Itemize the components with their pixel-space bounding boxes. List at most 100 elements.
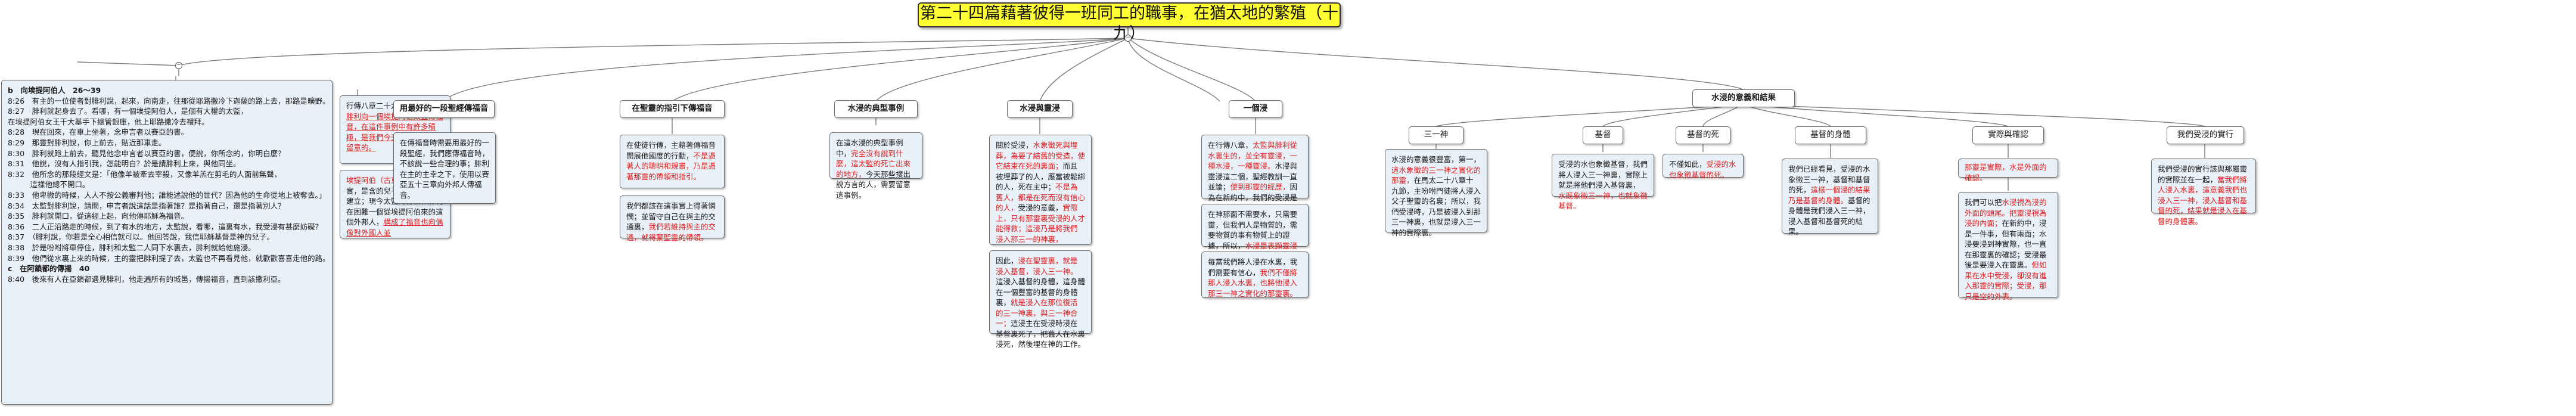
branch-note: 在行傳八章，太監與腓利從水裏生的，並全有靈浸，一種水浸，一種靈浸。水浸與靈浸這二… [1201,135,1309,212]
branch-head[interactable]: 一個浸 [1229,100,1282,118]
note-highlight: 水浸視為浸的外面的頭尾。 [1965,198,2047,218]
sub-head[interactable]: 我們受浸的實行 [2167,126,2244,144]
collapse-toggle-icon[interactable]: − [175,62,182,69]
scripture-heading: c 在阿鎖都的傳揚 40 [8,264,90,274]
verse-line: 8:33 他卑微的時候，人人不按公義審判他；誰能述說他的世代？因為他的生命從地上… [8,190,327,200]
note-highlight: 受浸的水也象徵基督的死。 [1669,160,1736,179]
branch-note: 關於受浸，水象徵死與埋葬，為要了結舊的受造，使它結束在死的裏面；而且被埋葬了的人… [989,135,1092,245]
note-text: 但我們人是物質的，需要物質的事有物質上的證據，所以， [1208,220,1298,250]
verse-line: 8:34 太監對腓利說，請問，申言者說這話是指著誰？是指著自己，還是指著別人？ [8,201,285,210]
sub-head[interactable]: 實際與確認 [1972,126,2044,144]
scripture-heading: b 向埃提阿伯人 26～39 [8,86,101,95]
note-text: 在這水浸的典型事例中， [836,138,903,158]
note-highlight: 實際上，只有那靈裏受浸的人才能得救； [996,203,1086,233]
verse-line: 8:29 那靈對腓利說，你上前去，貼近那車走。 [8,138,166,147]
verse-line: 8:31 他說，沒有人指引我，怎能明白？於是請腓利上來，與他同坐。 [8,159,241,169]
note-text: 在神那面不需要水，只需要靈， [1208,210,1298,229]
note-text: 因此， [996,256,1018,265]
note-highlight: 這浸乃是將我們浸入那三一的神裏， [996,224,1078,244]
sub-note: 受浸的水也象徵基督，我們將人浸入三一神裏，實際上就是將他們浸入基督裏，水既象徵三… [1552,154,1654,210]
intro-sub-text: 埃提阿伯 [346,176,377,185]
branch-note: 因此，浸在聖靈裏，就是浸入基督，浸入三一神。這浸入基督的身體，這身體在一個豐富的… [989,250,1092,349]
note-text: 受浸的水也象徵基督，我們將人浸入三一神裏，實際上就是將他們浸入基督裏， [1558,160,1648,190]
branch-note: 在神那面不需要水，只需要靈，但我們人是物質的，需要物質的事有物質上的證據，所以，… [1201,204,1309,260]
branch-note: 在這水浸的典型事例中，完全沒有說到什麼，這太監的死亡出來的地方，今天那些搜出說方… [829,132,922,200]
note-highlight: 不是為舊人，都是在死而沒有信心的人， [996,182,1086,212]
note-highlight: 這水象徵的三一神之實化的那靈， [1391,165,1481,185]
note-highlight: 浸在聖靈裏，就是浸入基督，浸入三一神。 [996,256,1078,276]
note-text: 在使徒行傳，主藉著傳福音開展他國度的行動， [626,141,716,160]
verse-line: 8:40 後來有人在亞鎖都遇見腓利，他走遍所有的城邑，傳揚福音，直到該撒利亞。 [8,274,285,284]
note-highlight: 當我們將人浸入水裏，這意義我們也浸入三一神，浸入基督和基督的死， [2158,175,2248,216]
note-highlight: 那靈是實際， [1965,163,2010,172]
verse-line: 8:36 二人正沿路走的時候，到了有水的地方，太監說，看哪，這裏有水，我受浸有甚… [8,222,323,231]
verse-line: 8:26 有主的一位使者對腓利說，起來，向南走，往那從耶路撒冷下迦薩的路上去，那… [8,96,330,105]
note-text: 不僅如此， [1669,160,1707,169]
note-highlight: 太監與腓利從水裏生的，並全有靈浸，一種水浸，一種靈浸。 [1208,141,1298,170]
sub-head[interactable]: 基督的死 [1676,126,1730,144]
verse-line: 在埃提阿伯女王干大基手下總管銀庫，他上耶路撒冷去禮拜。 [8,117,209,126]
note-text: 受浸的意義， [1018,203,1063,212]
note-text: 水浸與靈浸這二個，聖經教訓一直並論； [1208,162,1298,191]
note-text: 在行傳八章， [1208,141,1253,150]
note-text: 關於受浸， [996,141,1033,150]
verse-line: 8:38 於是吩咐將車停住，腓利和太監二人同下水裏去，腓利就給他施浸。 [8,243,256,252]
verse-line: 8:28 現在回來，在車上坐著，念申言者以賽亞的書。 [8,128,189,137]
sub-note: 我們可以把水浸視為浸的外面的頭尾。把靈浸視為浸的內面；在新約中，浸是一件事，但有… [1958,192,2058,301]
branch-head[interactable]: 用最好的一段聖經傳福音 [393,100,495,118]
collapse-toggle-icon[interactable]: − [1124,35,1132,42]
verse-line: 8:32 他所念的那段經文是：「他像羊被牽去宰殺，又像羊羔在剪毛的人面前無聲， [8,169,282,179]
verse-line: 8:27 腓利就起身去了。看哪，有一個埃提阿伯人，是個有大權的太監， [8,107,248,116]
note-text: 受浸最後是要浸入在靈裏。 [1965,250,2047,270]
note-text: 我們可以把 [1965,198,2002,207]
branch-head[interactable]: 在聖靈的指引下傳福音 [620,100,725,118]
note-highlight: 完全沒有說到什麼，這太監的死亡出來的地方， [836,148,911,179]
note-text: 在馬太二十八章十九節，主吩咐門徒將人浸入父子聖靈的名裏；所以，我們受浸時，乃是被… [1391,176,1481,237]
verse-line: 8:37 （腓利說，你若是全心相信就可以。他回答說，我信耶穌基督是神的兒子。 [8,232,274,242]
note-text: 基督的身體是我們浸入三一神，浸入基督和基督死的結果。 [1788,195,1870,237]
note-text: 而且被埋葬了的人，應當被鬆綁的人，死在主中； [996,162,1086,191]
verse-line: 這樣他總不開口。 [8,180,90,190]
sub-head[interactable]: 三一神 [1409,126,1463,144]
note-highlight: 水是外面的確認。 [1965,163,2047,182]
note-text: 水浸要浸到神實際，也一直在那靈裏的確認； [1965,229,2047,259]
note-highlight: 但如果在水中受浸，卻沒有進入那靈的實際； [1965,260,2047,290]
sub-note: 不僅如此，受浸的水也象徵基督的死。 [1663,154,1744,179]
note-text: 這浸入基督的身體，這身體在一個豐富的基督的身體裏， [996,277,1086,307]
note-text: 在新約中，浸是一件事，但有兩面； [1965,219,2047,238]
note-highlight: 不是憑著人的聰明和規畫，乃是憑著那靈的帶領和指引。 [626,151,716,181]
branch-note: 每當我們將人浸在水裏，我們需要有信心，我們不僅將那人浸入水裏，也將他浸入那三一神… [1201,252,1309,298]
note-text: 我們都該在這事實上得著憐憫；並留守自己在與主的交通裏， [626,201,716,231]
note-highlight: 就是浸入在那位復活的三一神裏，與三一神合一； [996,298,1078,328]
note-text: 我們已經看見，受浸的水象徵三一神，基督和基督的死， [1788,164,1870,194]
note-highlight: 我們不僅將那人浸入水裏，也將他浸入那三一神之實化的那靈裏。 [1208,268,1298,298]
note-highlight: 結果就是浸入在基督的身體裏。 [2158,206,2248,226]
verse-line: 8:35 腓利就開口，從這經上起，向他傳耶穌為福音。 [8,212,189,221]
branch-head[interactable]: 水浸的意義和結果 [1692,89,1795,107]
note-highlight: 把靈浸視為浸的內面； [1965,208,2047,228]
note-highlight: 使到那靈的經歷， [1230,182,1290,191]
note-highlight: 受浸，那只是空的外表。 [1965,281,2047,301]
note-text: 這浸主在受浸時浸在基督裏死了，把舊人在水裏浸死，然後埋在神的工作。 [996,319,1086,349]
intro-sub-highlight: 構成了福音也向偶像對外國人並 [346,218,443,237]
sub-note: 那靈是實際，水是外面的確認。 [1958,159,2058,182]
note-text: 水浸的意義很豐富，第一， [1391,155,1481,164]
sub-head[interactable]: 基督的身體 [1795,126,1866,144]
page-title: 第二十四篇藉著彼得一班同工的職事，在猶太地的繁殖（十九） [918,2,1341,43]
sub-head[interactable]: 基督 [1583,126,1623,144]
branch-head[interactable]: 水浸與靈浸 [1007,100,1073,118]
verse-line: 8:30 腓利就跑上前去，聽見他念申言者以賽亞的書，便說，你所念的，你明白麼？ [8,148,285,158]
branch-note: 在傳福音時需要用最好的一段聖經，我們應傳福音時，不該說一些合理的事；腓利在主的主… [393,132,496,204]
branch-note: 我們都該在這事實上得著憐憫；並留守自己在與主的交通裏，我們若維持與主的交通，就得… [620,195,725,242]
branch-note: 在使徒行傳，主藉著傳福音開展他國度的行動，不是憑著人的聰明和規畫，乃是憑著那靈的… [620,135,725,188]
note-text: 我們受浸的實行該與那屬靈的實際並在一起， [2158,164,2248,184]
note-highlight: 這樣一個浸的結果乃是基督的身體。 [1788,185,1870,205]
branch-head[interactable]: 水浸的典型事例 [834,100,918,118]
sub-note: 我們已經看見，受浸的水象徵三一神，基督和基督的死，這樣一個浸的結果乃是基督的身體… [1782,159,1878,237]
note-highlight: 水象徵死與埋葬，為要了結舊的受造，使它結束在死的裏面； [996,141,1086,170]
note-highlight: 水既象徵三一神，也就象徵基督。 [1558,191,1648,211]
sub-note: 水浸的意義很豐富，第一，這水象徵的三一神之實化的那靈，在馬太二十八章十九節，主吩… [1385,149,1487,237]
note-text: 每當我們將人浸在水裏，我們需要有信心， [1208,257,1298,277]
note-highlight: 我們若維持與主的交通，就得蒙聖靈的帶領。 [626,222,716,242]
note-text: 今天那些搜出說方言的人，需要留意這事例。 [836,169,911,200]
